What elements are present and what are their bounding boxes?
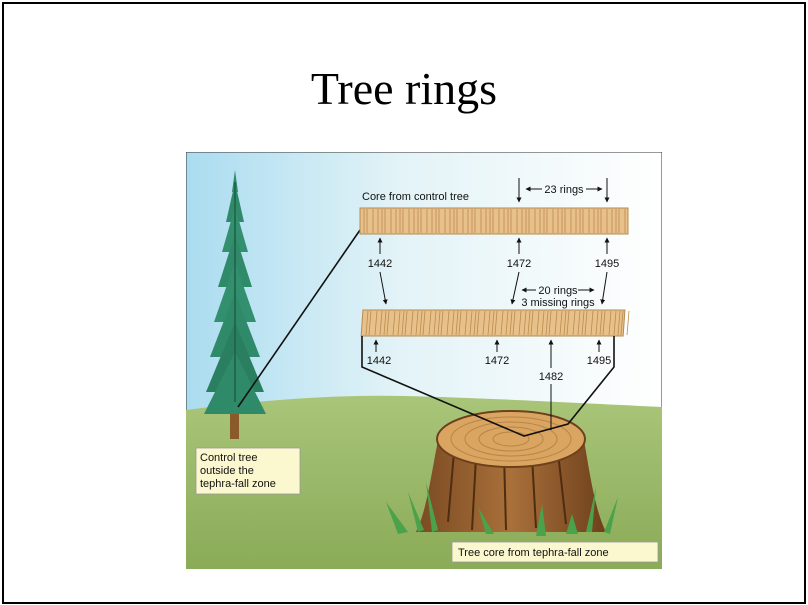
tephra-year-1442: 1442 [367, 355, 391, 367]
tephra-year-1472: 1472 [485, 355, 509, 367]
control-core-label: Core from control tree [362, 191, 469, 203]
control-tree-label-line-2: outside the [200, 465, 254, 477]
tree-stump [416, 410, 606, 532]
tree-ring-diagram: Control tree outside the tephra-fall zon… [186, 152, 662, 569]
stump-core-leader [361, 336, 615, 437]
control-core [359, 207, 629, 235]
control-year-1472: 1472 [507, 258, 531, 270]
control-core-leader-line [237, 229, 361, 408]
marker-year-1482: 1482 [539, 371, 563, 383]
match-arrow-1442 [379, 271, 388, 305]
grass [386, 482, 618, 536]
control-tree-label-line-1: Control tree [200, 452, 257, 464]
slide-title: Tree rings [310, 63, 498, 114]
tephra-year-1495: 1495 [587, 355, 611, 367]
tree-ring-figure: Control tree outside the tephra-fall zon… [186, 152, 662, 569]
tephra-core [360, 309, 630, 337]
control-tree-label-line-3: tephra-fall zone [200, 478, 276, 490]
tephra-gap-label: 20 rings [538, 285, 578, 297]
control-tree [204, 170, 266, 439]
stump-label: Tree core from tephra-fall zone [451, 541, 659, 563]
match-arrow-1495 [600, 271, 608, 305]
missing-rings-label: 3 missing rings [521, 297, 595, 309]
match-arrow-1472 [510, 271, 520, 305]
control-year-1442: 1442 [368, 258, 392, 270]
stump-label-text: Tree core from tephra-fall zone [458, 547, 609, 559]
control-tree-label: Control tree outside the tephra-fall zon… [195, 447, 301, 495]
control-gap-label: 23 rings [544, 184, 584, 196]
control-year-1495: 1495 [595, 258, 619, 270]
